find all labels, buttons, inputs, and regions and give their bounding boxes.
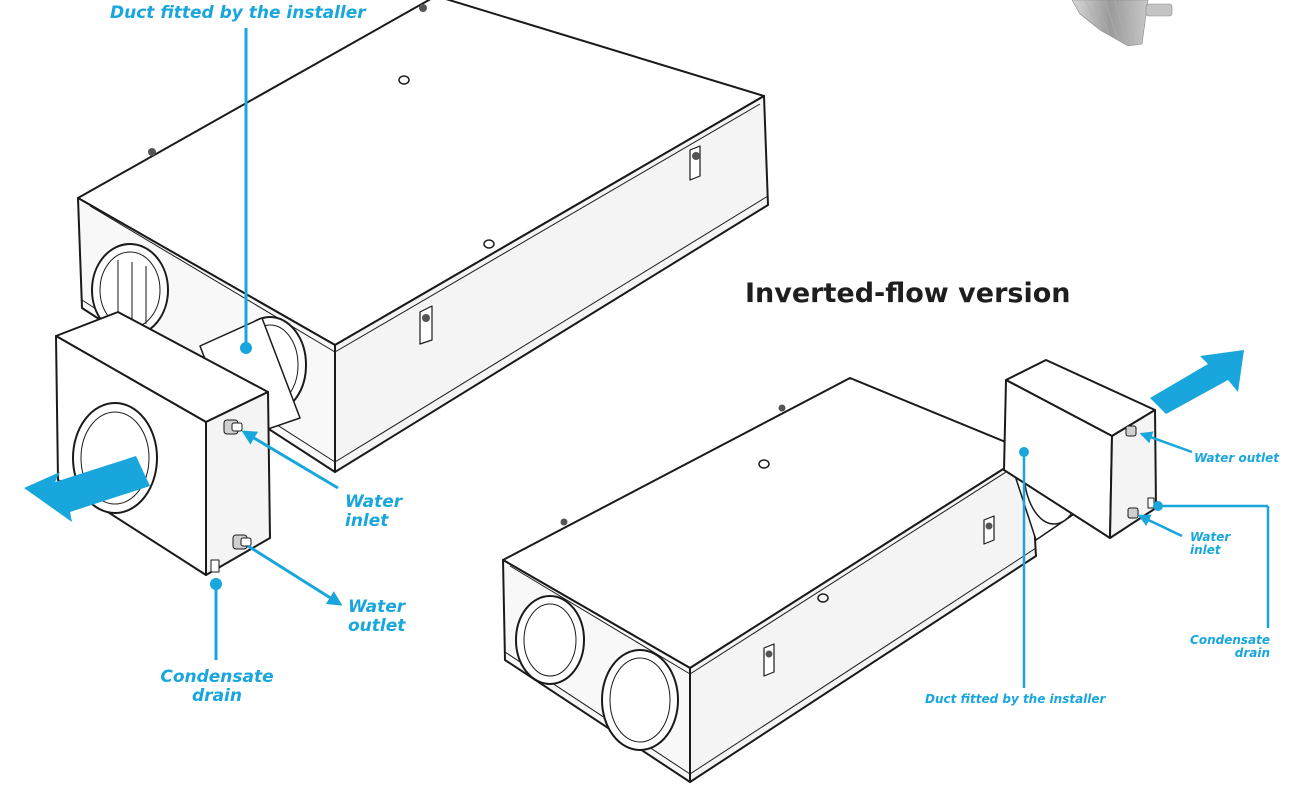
left-unit-side-face [334,95,769,473]
left-water-outlet-label: Water outlet [348,597,406,636]
pipe-fitting-icon [232,534,252,550]
left-ventilation-unit [77,0,769,473]
left-water-inlet-label: Water inlet [345,492,403,531]
coil-photo-icon [1071,0,1173,47]
left-duct-label: Duct fitted by the installer [110,3,366,23]
right-unit-side-face [689,451,1037,783]
airflow-arrow-icon [24,456,150,522]
right-unit-port-1 [515,595,585,685]
right-water-inlet-label: Water inlet [1190,530,1231,558]
pipe-fitting-icon [1125,425,1137,437]
right-leader-lines [1019,431,1270,688]
airflow-arrow-icon [1150,350,1244,414]
left-leader-lines [210,28,343,660]
inverted-flow-heading: Inverted-flow version [745,278,1071,309]
right-water-outlet-label: Water outlet [1194,451,1280,465]
pipe-fitting-icon [223,419,243,435]
right-unit-port-2 [601,649,679,751]
right-duct-label: Duct fitted by the installer [925,692,1106,706]
right-ventilation-unit [502,377,1085,783]
right-condensate-label: Condensate drain [1190,633,1270,661]
pipe-fitting-icon [1127,507,1139,519]
left-condensate-label: Condensate drain [160,667,274,706]
